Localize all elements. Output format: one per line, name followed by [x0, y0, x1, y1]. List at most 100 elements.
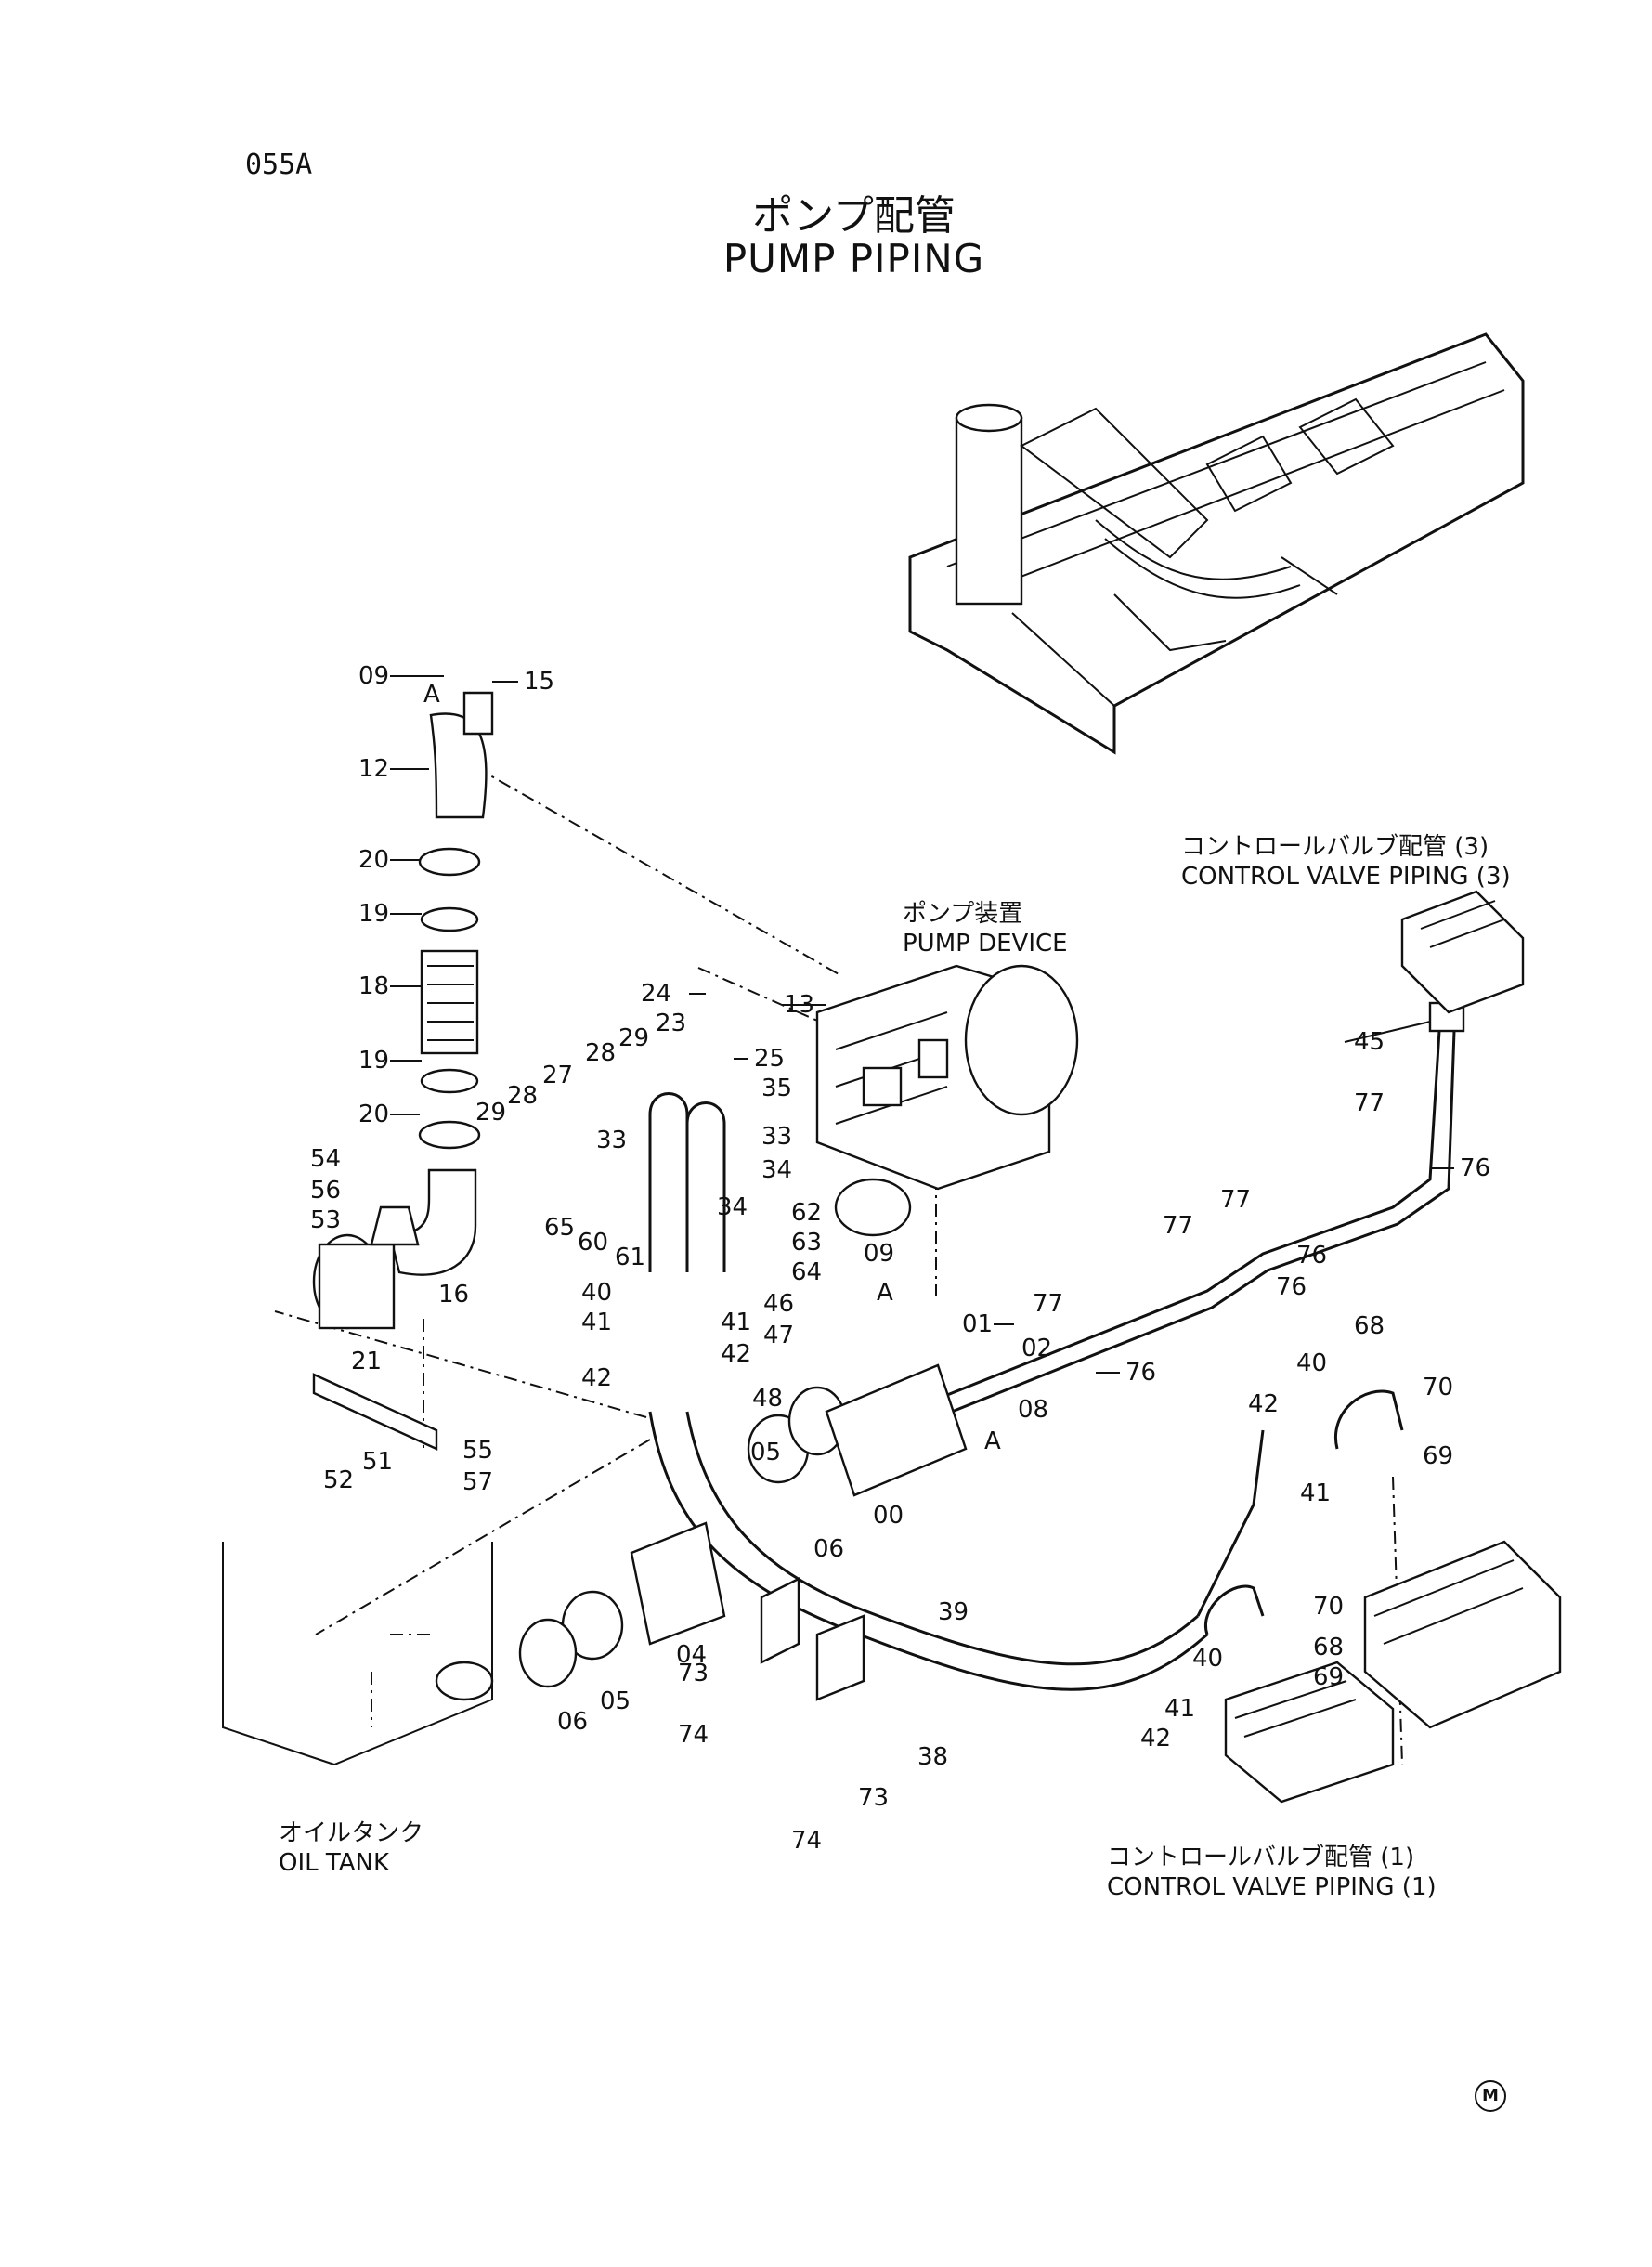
callout-64: 64 — [791, 1258, 822, 1286]
callout-20-a: 20 — [358, 846, 389, 874]
caption-cv3-ja: コントロールバルブ配管 (3) — [1181, 833, 1489, 861]
callout-76-b: 76 — [1296, 1242, 1327, 1270]
callout-70-b: 70 — [1313, 1593, 1344, 1621]
callout-00: 00 — [873, 1502, 904, 1530]
callout-54: 54 — [310, 1145, 341, 1173]
callout-77-c: 77 — [1163, 1212, 1193, 1240]
callout-48: 48 — [752, 1385, 783, 1413]
callout-70-a: 70 — [1423, 1374, 1453, 1401]
callout-76-c: 76 — [1276, 1273, 1307, 1301]
diagram-title-japanese: ポンプ配管 — [752, 192, 956, 240]
callout-40-c: 40 — [1192, 1645, 1223, 1673]
callout-77-d: 77 — [1033, 1290, 1063, 1318]
callout-52: 52 — [323, 1466, 354, 1494]
callout-05-a: 05 — [750, 1439, 781, 1466]
callout-29-a: 29 — [618, 1024, 649, 1052]
callout-46: 46 — [763, 1290, 794, 1318]
callout-33-a: 33 — [761, 1123, 792, 1151]
callout-41-a: 41 — [581, 1309, 612, 1336]
caption-control-valve-piping-3: コントロールバルブ配管 (3) CONTROL VALVE PIPING (3) — [1181, 832, 1511, 892]
callout-27: 27 — [542, 1062, 573, 1089]
caption-cv1-ja: コントロールバルブ配管 (1) — [1107, 1844, 1415, 1871]
callout-69-b: 69 — [1313, 1663, 1344, 1691]
callout-25: 25 — [754, 1045, 785, 1073]
callout-33-b: 33 — [596, 1127, 627, 1154]
callout-41-d: 41 — [1164, 1695, 1195, 1723]
callout-60: 60 — [578, 1229, 608, 1257]
view-marker-a-2: A — [877, 1279, 893, 1307]
callout-12: 12 — [358, 755, 389, 783]
callout-08: 08 — [1018, 1396, 1048, 1424]
caption-pump-device-ja: ポンプ装置 — [903, 900, 1023, 928]
callout-35: 35 — [761, 1075, 792, 1102]
callout-34-a: 34 — [761, 1156, 792, 1184]
callout-28-a: 28 — [585, 1039, 616, 1067]
callout-69-a: 69 — [1423, 1442, 1453, 1470]
callout-76-a: 76 — [1460, 1154, 1490, 1182]
callout-68-b: 68 — [1313, 1634, 1344, 1661]
callout-47: 47 — [763, 1322, 794, 1349]
callout-40-a: 40 — [581, 1279, 612, 1307]
callout-18: 18 — [358, 972, 389, 1000]
callout-39: 39 — [938, 1598, 969, 1626]
callout-19-a: 19 — [358, 900, 389, 928]
callout-02: 02 — [1021, 1335, 1052, 1362]
callout-38: 38 — [917, 1743, 948, 1771]
caption-cv1-en: CONTROL VALVE PIPING (1) — [1107, 1873, 1437, 1901]
oil-tank-illustration — [222, 1542, 494, 1766]
callout-61: 61 — [615, 1244, 645, 1271]
callout-16: 16 — [438, 1281, 469, 1309]
caption-oil-tank-ja: オイルタンク — [279, 1819, 424, 1847]
callout-62: 62 — [791, 1199, 822, 1227]
callout-77-a: 77 — [1354, 1089, 1385, 1117]
part-number-callouts: 09 15 12 20 19 18 19 20 54 56 53 21 16 5… — [310, 662, 1490, 1855]
callout-05-b: 05 — [600, 1687, 631, 1715]
callout-42-a: 42 — [581, 1364, 612, 1392]
callout-76-d: 76 — [1125, 1359, 1156, 1387]
callout-09-b: 09 — [864, 1240, 894, 1268]
callout-74-b: 74 — [791, 1827, 822, 1855]
callout-74-a: 74 — [678, 1721, 709, 1749]
callout-23: 23 — [656, 1010, 686, 1037]
callout-34-b: 34 — [717, 1193, 748, 1221]
caption-pump-device-en: PUMP DEVICE — [903, 930, 1068, 958]
suction-hose-04 — [518, 1363, 968, 1688]
callout-20-b: 20 — [358, 1101, 389, 1128]
machine-overview-illustration — [908, 332, 1525, 755]
callout-57: 57 — [462, 1468, 493, 1496]
callout-24: 24 — [641, 980, 671, 1008]
callout-40-b: 40 — [1296, 1349, 1327, 1377]
caption-cv3-en: CONTROL VALVE PIPING (3) — [1181, 863, 1511, 891]
callout-42-d: 42 — [1140, 1725, 1171, 1752]
callout-45: 45 — [1354, 1028, 1385, 1056]
callout-73-b: 73 — [858, 1784, 889, 1812]
pump-device-illustration — [815, 964, 1079, 1237]
callout-63: 63 — [791, 1229, 822, 1257]
callout-42-c: 42 — [1248, 1390, 1279, 1418]
callout-15: 15 — [524, 668, 554, 696]
callout-28-b: 28 — [507, 1082, 538, 1110]
callout-29-b: 29 — [475, 1099, 506, 1127]
corner-mark: M — [1475, 2080, 1506, 2112]
callout-01: 01 — [962, 1310, 993, 1338]
callout-55: 55 — [462, 1437, 493, 1465]
diagram-title-english: PUMP PIPING — [722, 236, 985, 281]
callout-41-c: 41 — [1300, 1479, 1331, 1507]
callout-21: 21 — [351, 1348, 382, 1375]
pressure-lines-33 — [648, 1092, 726, 1272]
clamps-73 — [760, 1577, 865, 1701]
page-code: 055A — [245, 149, 313, 181]
callout-leaders — [390, 675, 1454, 1374]
view-marker-a-1: A — [423, 681, 440, 709]
control-valve-3-illustration — [1400, 890, 1525, 1014]
caption-oil-tank: オイルタンク OIL TANK — [279, 1818, 423, 1878]
control-valve-1-illustration — [1203, 1389, 1562, 1804]
callout-51: 51 — [362, 1448, 393, 1476]
callout-68-a: 68 — [1354, 1312, 1385, 1340]
callout-19-b: 19 — [358, 1047, 389, 1075]
callout-41-b: 41 — [721, 1309, 751, 1336]
caption-control-valve-piping-1: コントロールバルブ配管 (1) CONTROL VALVE PIPING (1) — [1107, 1843, 1437, 1902]
callout-56: 56 — [310, 1177, 341, 1205]
